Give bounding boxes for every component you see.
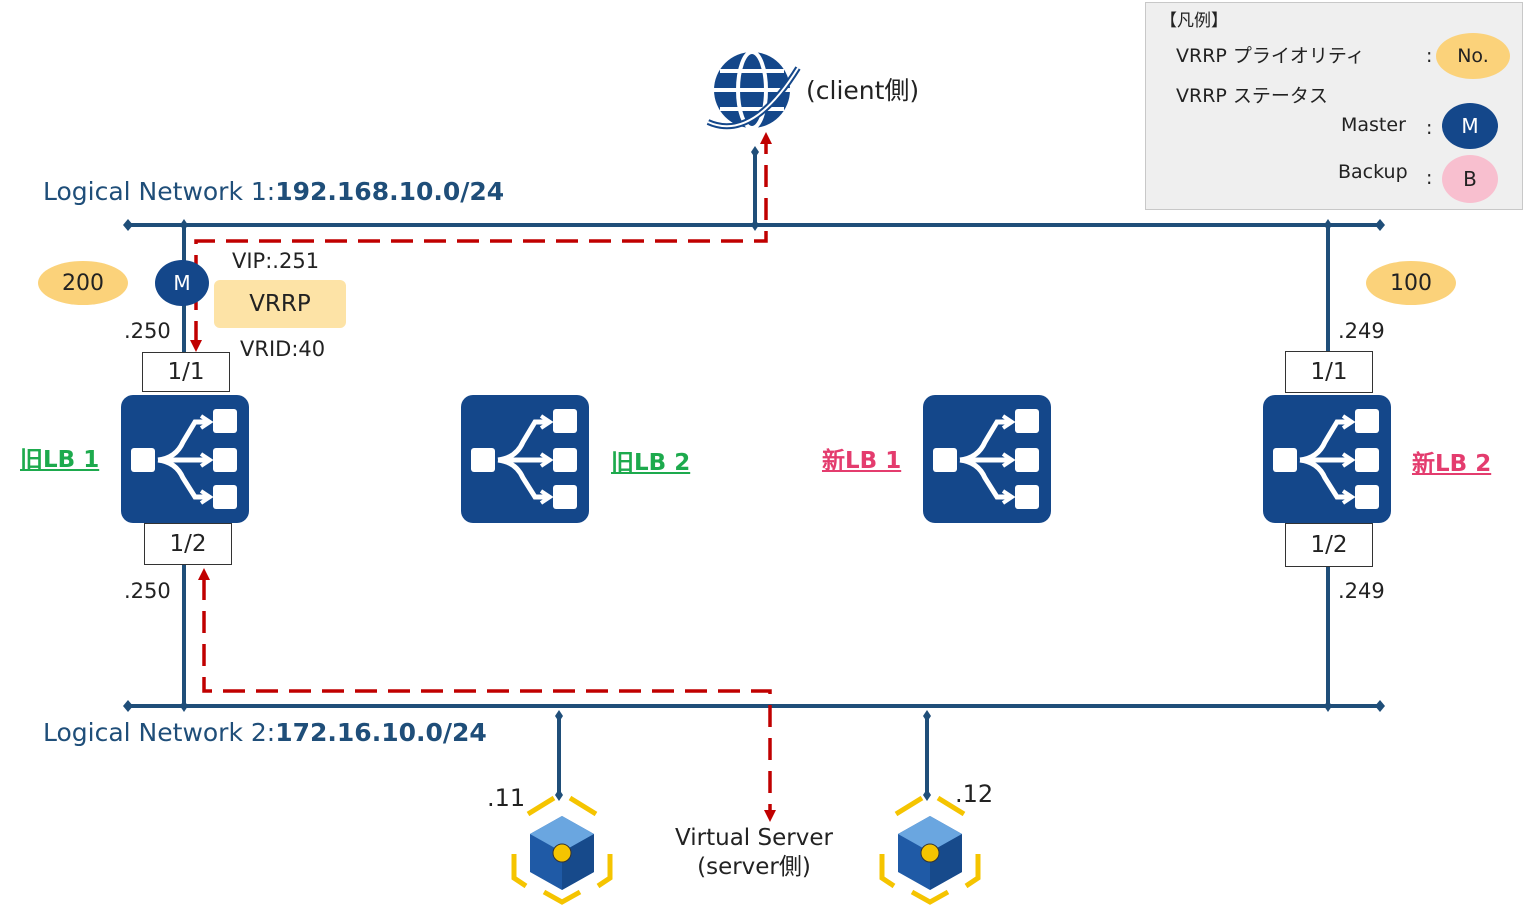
lb-new2-label: 新LB 2 [1412, 451, 1492, 477]
legend-backup-symbol: B [1442, 155, 1498, 203]
virtual-machine-icon [514, 798, 610, 902]
legend-master-symbol: M [1442, 103, 1498, 149]
network-1-prefix: Logical Network 1: [43, 177, 276, 206]
virtual-server-label: Virtual Server (server側) [668, 824, 840, 882]
network-2-label: Logical Network 2:172.16.10.0/24 [43, 720, 487, 745]
lb-new2-port-bottom: 1/2 [1285, 523, 1373, 567]
client-label: (client側) [806, 76, 920, 105]
load-balancer-icon [923, 395, 1051, 523]
network-1-label: Logical Network 1:192.168.10.0/24 [43, 179, 504, 204]
load-balancer-icon [1263, 395, 1391, 523]
lb-old1-label: 旧LB 1 [20, 447, 100, 473]
lb-old1-downlink [180, 565, 188, 712]
server-11-link [555, 710, 563, 801]
lb-old1-priority-badge: 200 [38, 261, 128, 305]
load-balancer-icon [121, 395, 249, 523]
vrrp-box: VRRP [214, 280, 346, 328]
network-2-subnet: 172.16.10.0/24 [275, 718, 487, 747]
lb-new2-priority-badge: 100 [1366, 261, 1456, 305]
lb-new2-downlink [1324, 565, 1332, 712]
server-flow-path [198, 568, 776, 822]
virtual-machine-icon [882, 798, 978, 902]
legend-status-label: VRRP ステータス [1176, 85, 1328, 107]
lb-old1-ip-bottom: .250 [124, 579, 171, 603]
legend-panel: 【凡例】 VRRP プライオリティ : No. VRRP ステータス Maste… [1145, 2, 1523, 210]
master-status-badge: M [155, 260, 209, 306]
lb-new2-ip-bottom: .249 [1338, 579, 1385, 603]
legend-title: 【凡例】 [1160, 11, 1228, 31]
legend-backup-colon: : [1426, 167, 1433, 189]
server-12-link [923, 710, 931, 801]
lb-new2-uplink [1324, 219, 1332, 352]
lb-old2-label: 旧LB 2 [611, 450, 691, 476]
legend-master-label: Master [1341, 114, 1406, 136]
network-1-subnet: 192.168.10.0/24 [275, 177, 505, 206]
server-12-ip: .12 [955, 780, 994, 808]
network-2-bus [123, 700, 1385, 712]
lb-new2-port-top: 1/1 [1285, 351, 1373, 393]
virtual-server-line2: (server側) [697, 853, 811, 880]
lb-new1-label: 新LB 1 [822, 448, 902, 474]
lb-new2-ip-top: .249 [1338, 319, 1385, 343]
legend-priority-symbol: No. [1436, 33, 1510, 79]
globe-icon [706, 50, 801, 130]
lb-old1-port-top: 1/1 [142, 352, 230, 392]
network-2-prefix: Logical Network 2: [43, 718, 276, 747]
load-balancer-icon [461, 395, 589, 523]
client-link [751, 146, 759, 231]
legend-master-colon: : [1426, 117, 1433, 139]
virtual-server-line1: Virtual Server [675, 825, 833, 851]
vrrp-box-label: VRRP [249, 291, 311, 317]
server-11-ip: .11 [487, 784, 526, 812]
legend-priority-colon: : [1426, 45, 1433, 67]
vrrp-vip-label: VIP:.251 [232, 249, 320, 273]
lb-old1-port-bottom: 1/2 [144, 523, 232, 565]
lb-old1-ip-top: .250 [124, 319, 171, 343]
legend-priority-label: VRRP プライオリティ [1176, 45, 1365, 67]
vrrp-vrid-label: VRID:40 [240, 337, 326, 361]
legend-backup-label: Backup [1338, 161, 1408, 183]
